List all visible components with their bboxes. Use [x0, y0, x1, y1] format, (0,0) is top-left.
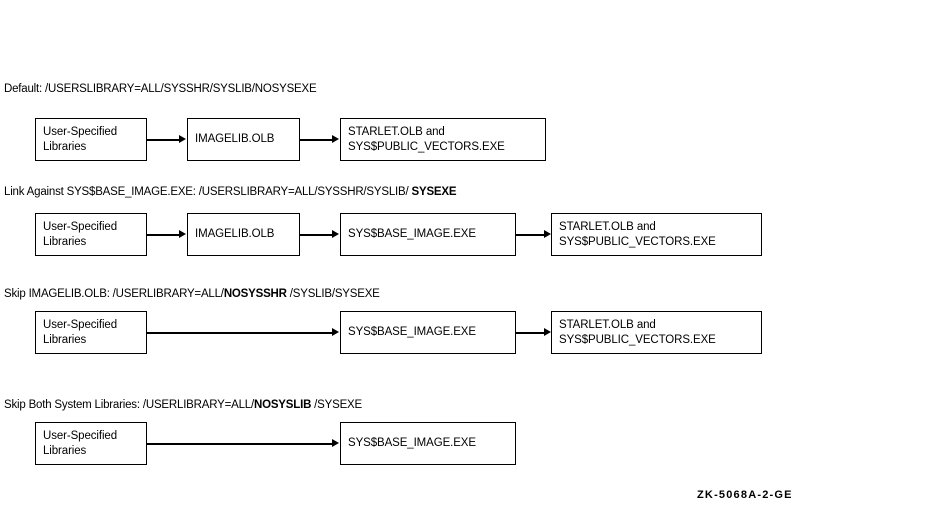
- box-line: SYS$BASE_IMAGE.EXE: [348, 228, 476, 240]
- connector-line: [147, 234, 180, 236]
- arrowhead-icon: [179, 230, 186, 238]
- box-user-specified-libraries-row2: User-Specified Libraries: [35, 213, 147, 256]
- caption-text-part: Skip Both System Libraries: /USERLIBRARY…: [4, 399, 254, 411]
- connector-line: [147, 332, 333, 334]
- caption-text-emphasis: NOSYSLIB: [253, 399, 312, 411]
- box-line: SYS$PUBLIC_VECTORS.EXE: [559, 235, 716, 248]
- arrowhead-icon: [332, 328, 339, 336]
- box-line: User-Specified: [43, 220, 118, 233]
- box-line: STARLET.OLB and: [348, 125, 445, 138]
- box-line: SYS$PUBLIC_VECTORS.EXE: [559, 333, 716, 346]
- caption-text-part: Link Against SYS$BASE_IMAGE.EXE: /USERSL…: [4, 186, 412, 198]
- arrowhead-icon: [332, 439, 339, 447]
- box-line: User-Specified: [43, 429, 118, 442]
- box-starlet-olb-row1: STARLET.OLB and SYS$PUBLIC_VECTORS.EXE: [340, 118, 546, 161]
- box-starlet-olb-row2: STARLET.OLB and SYS$PUBLIC_VECTORS.EXE: [551, 213, 762, 256]
- arrowhead-icon: [332, 135, 339, 143]
- arrowhead-icon: [179, 135, 186, 143]
- caption-text-part: /SYSEXE: [311, 399, 362, 411]
- connector-line: [300, 234, 333, 236]
- connector-line: [147, 139, 180, 141]
- caption-text-part: Skip IMAGELIB.OLB: /USERLIBRARY=ALL/: [4, 288, 224, 300]
- box-line: Libraries: [43, 444, 87, 457]
- caption-text-part: Default: /USERSLIBRARY=ALL/SYSSHR/SYSLIB…: [4, 83, 317, 95]
- box-line: Libraries: [43, 333, 87, 346]
- box-sys-base-image-exe-row3: SYS$BASE_IMAGE.EXE: [340, 311, 516, 354]
- arrowhead-icon: [332, 230, 339, 238]
- section-caption-default: Default: /USERSLIBRARY=ALL/SYSSHR/SYSLIB…: [4, 83, 317, 96]
- arrowhead-icon: [544, 328, 551, 336]
- box-line: IMAGELIB.OLB: [195, 133, 275, 145]
- section-caption-link-against-base-image: Link Against SYS$BASE_IMAGE.EXE: /USERSL…: [4, 186, 457, 199]
- caption-text-part: /SYSLIB/SYSEXE: [286, 288, 380, 300]
- box-user-specified-libraries-row4: User-Specified Libraries: [35, 422, 147, 465]
- box-line: STARLET.OLB and: [559, 220, 656, 233]
- caption-text-emphasis: SYSEXE: [411, 186, 457, 198]
- connector-line: [516, 234, 545, 236]
- box-line: SYS$BASE_IMAGE.EXE: [348, 437, 476, 449]
- connector-line: [300, 139, 333, 141]
- figure-id-label: ZK-5068A-2-GE: [697, 489, 793, 501]
- box-line: SYS$PUBLIC_VECTORS.EXE: [348, 140, 505, 153]
- box-line: SYS$BASE_IMAGE.EXE: [348, 326, 476, 338]
- box-line: Libraries: [43, 140, 87, 153]
- box-starlet-olb-row3: STARLET.OLB and SYS$PUBLIC_VECTORS.EXE: [551, 311, 762, 354]
- box-line: IMAGELIB.OLB: [195, 228, 275, 240]
- box-user-specified-libraries-row3: User-Specified Libraries: [35, 311, 147, 354]
- box-sys-base-image-exe-row4: SYS$BASE_IMAGE.EXE: [340, 422, 516, 465]
- box-line: User-Specified: [43, 318, 118, 331]
- box-imagelib-olb-row2: IMAGELIB.OLB: [187, 213, 300, 256]
- section-caption-skip-both-system-libraries: Skip Both System Libraries: /USERLIBRARY…: [4, 399, 362, 412]
- box-user-specified-libraries-row1: User-Specified Libraries: [35, 118, 147, 161]
- connector-line: [516, 332, 545, 334]
- box-line: STARLET.OLB and: [559, 318, 656, 331]
- box-imagelib-olb-row1: IMAGELIB.OLB: [187, 118, 300, 161]
- connector-line: [147, 443, 333, 445]
- section-caption-skip-imagelib: Skip IMAGELIB.OLB: /USERLIBRARY=ALL/NOSY…: [4, 288, 380, 301]
- box-line: User-Specified: [43, 125, 118, 138]
- arrowhead-icon: [544, 230, 551, 238]
- caption-text-emphasis: NOSYSSHR: [223, 288, 287, 300]
- box-line: Libraries: [43, 235, 87, 248]
- box-sys-base-image-exe-row2: SYS$BASE_IMAGE.EXE: [340, 213, 516, 256]
